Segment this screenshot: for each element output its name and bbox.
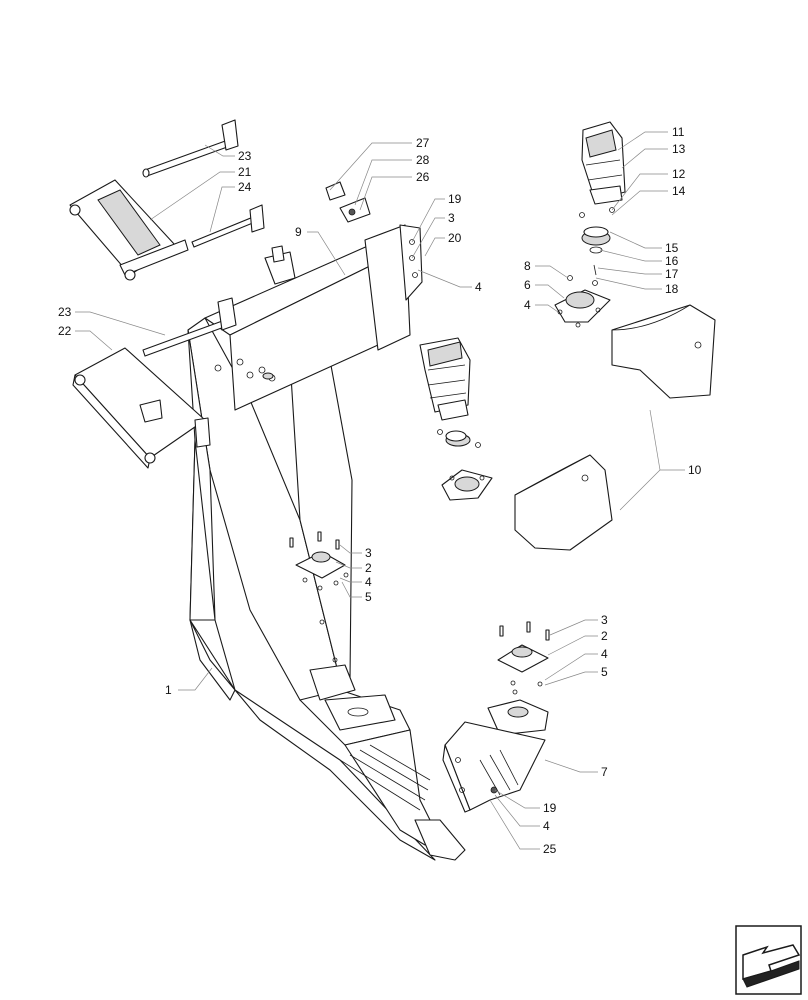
callout-2-low: 2: [601, 629, 608, 643]
callout-9: 9: [295, 225, 302, 239]
callout-3-mid: 3: [365, 546, 372, 560]
guards: [514, 304, 716, 551]
callout-21: 21: [238, 165, 252, 179]
cross-beam: [204, 224, 423, 411]
callout-4-low: 4: [601, 647, 608, 661]
callout-25: 25: [543, 842, 557, 856]
callout-17: 17: [665, 267, 679, 281]
callout-6: 6: [524, 278, 531, 292]
callout-19-low: 19: [543, 801, 557, 815]
callout-15: 15: [665, 241, 679, 255]
bracket-bearing-unit: [442, 621, 550, 813]
callout-14: 14: [672, 184, 686, 198]
callout-26: 26: [416, 170, 430, 184]
callout-12: 12: [672, 167, 686, 181]
frame-bearing-unit: [289, 531, 349, 591]
callout-13: 13: [672, 142, 686, 156]
leader-lines: [75, 131, 685, 850]
top-right-motor-assembly: [554, 121, 626, 328]
callout-28: 28: [416, 153, 430, 167]
callout-24: 24: [238, 180, 252, 194]
callout-20: 20: [448, 231, 462, 245]
callout-3-top: 3: [448, 211, 455, 225]
callout-23-top: 23: [238, 149, 252, 163]
callout-4-mid: 4: [365, 575, 372, 589]
middle-motor-assembly: [419, 337, 493, 501]
callout-7: 7: [601, 765, 608, 779]
callout-27: 27: [416, 136, 430, 150]
callout-2-mid: 2: [365, 561, 372, 575]
callout-18: 18: [665, 282, 679, 296]
callout-labels: 27 28 26 23 21 24 19 3 20 4 9 11 13 12 1…: [58, 125, 702, 856]
callout-19-top: 19: [448, 192, 462, 206]
callout-3-low: 3: [601, 613, 608, 627]
callout-22: 22: [58, 324, 72, 338]
callout-4-top: 4: [475, 280, 482, 294]
callout-4-bottom: 4: [543, 819, 550, 833]
upper-pin-and-link: [69, 119, 265, 281]
callout-23-lower: 23: [58, 305, 72, 319]
callout-11: 11: [672, 125, 685, 139]
next-page-arrow-icon[interactable]: [735, 925, 802, 995]
callout-8: 8: [524, 259, 531, 273]
callout-10: 10: [688, 463, 702, 477]
lower-pin-and-plate: [72, 297, 237, 469]
callout-5-mid: 5: [365, 590, 372, 604]
frame-column: [187, 317, 466, 861]
callout-16: 16: [665, 254, 679, 268]
callout-4-right: 4: [524, 298, 531, 312]
callout-1: 1: [165, 683, 172, 697]
callout-5-low: 5: [601, 665, 608, 679]
